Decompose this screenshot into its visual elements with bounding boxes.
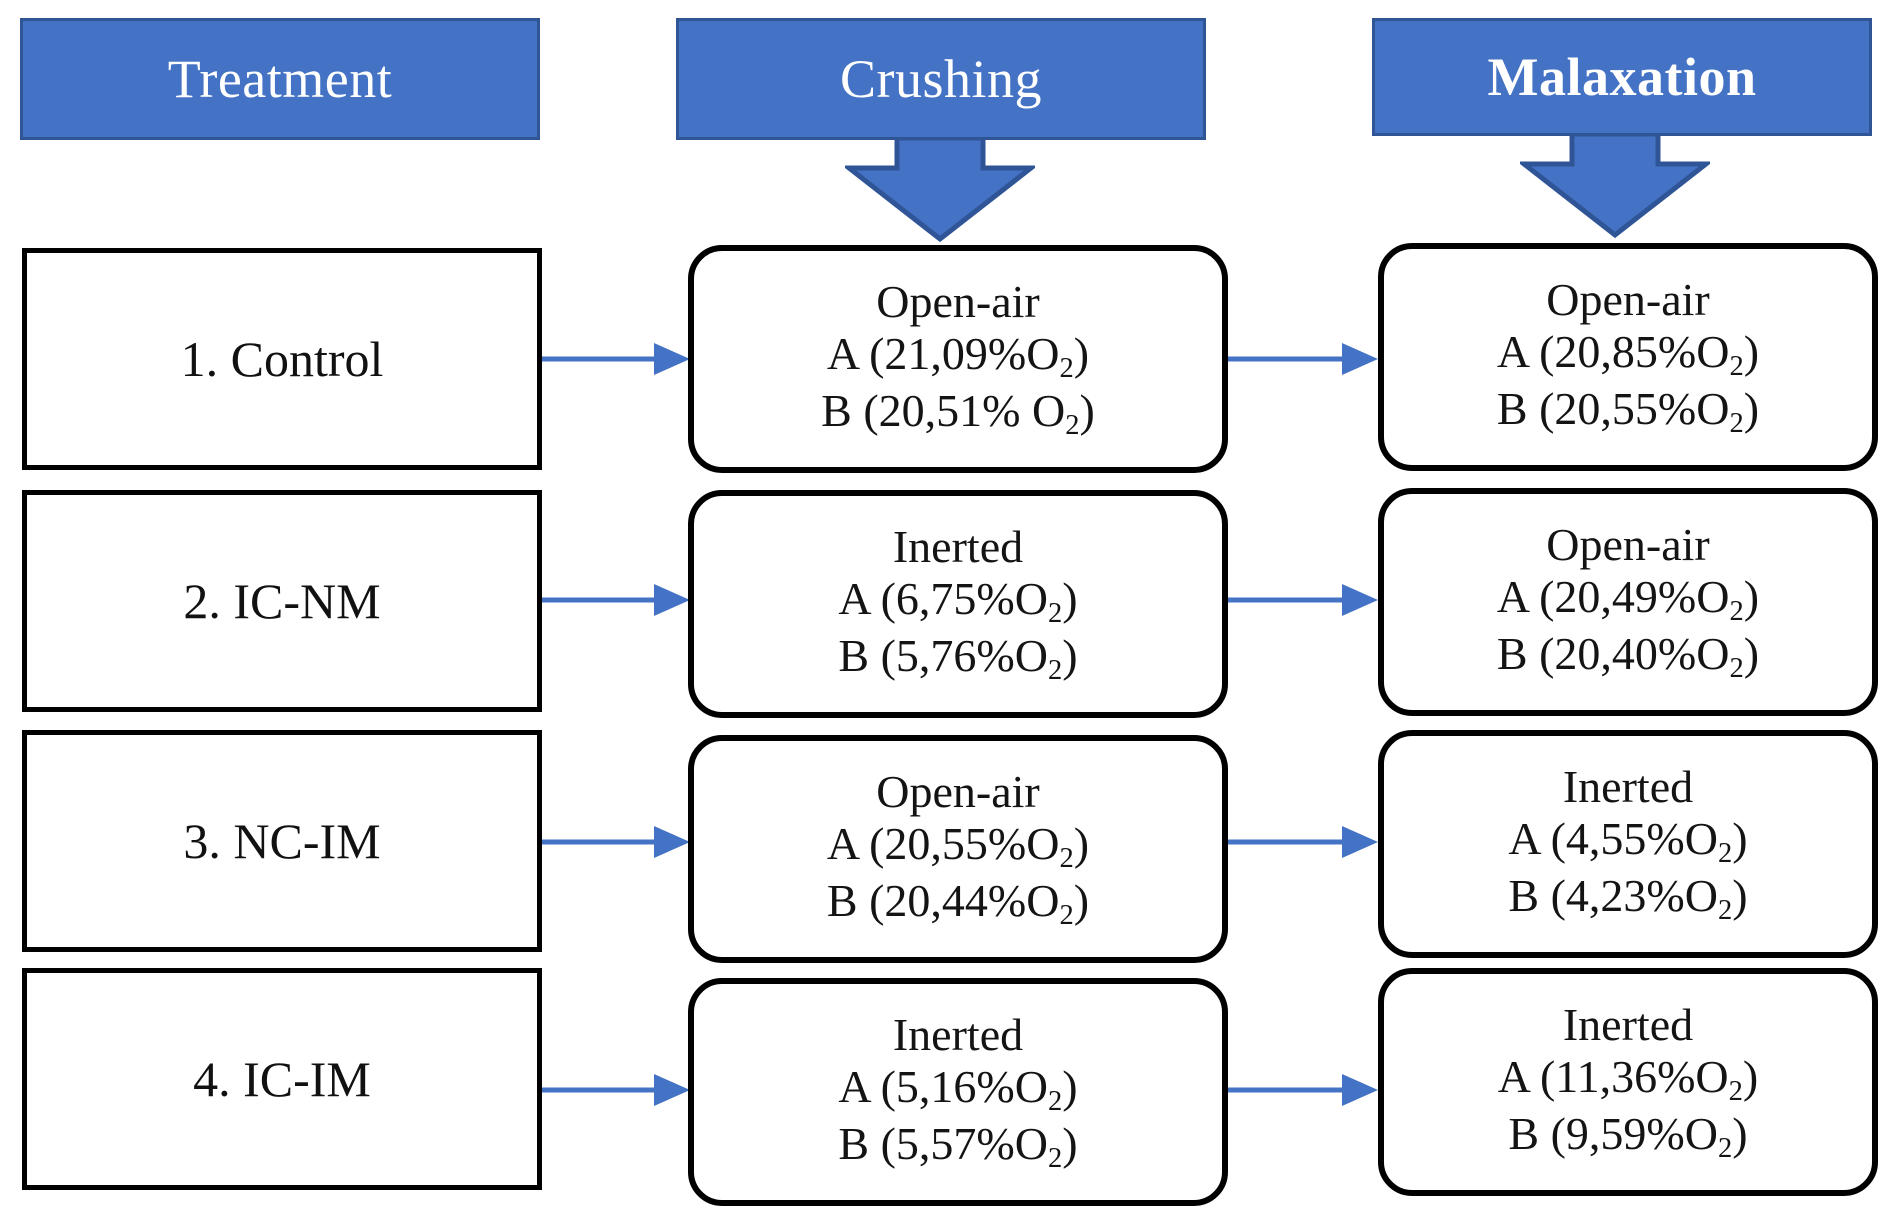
malaxation-header-down-arrow-icon bbox=[1520, 134, 1710, 239]
arrow-crushing-to-malaxation-row-4 bbox=[1228, 1074, 1378, 1106]
malaxation-box-row-2[interactable]: Open-air A (20,49%O2) B (20,40%O2) bbox=[1378, 488, 1878, 716]
arrow-crushing-to-malaxation-row-2 bbox=[1228, 584, 1378, 616]
arrow-treatment-to-crushing-row-3 bbox=[542, 826, 690, 858]
crushing-value-b-row-2: B (5,76%O2) bbox=[838, 629, 1078, 686]
malaxation-condition-row-1: Open-air bbox=[1546, 273, 1710, 325]
arrow-treatment-to-crushing-row-4 bbox=[542, 1074, 690, 1106]
column-header-crushing-label: Crushing bbox=[839, 49, 1043, 109]
crushing-value-b-row-1: B (20,51% O2) bbox=[821, 384, 1095, 441]
malaxation-value-b-row-1: B (20,55%O2) bbox=[1496, 382, 1760, 439]
crushing-value-a-row-1: A (21,09%O2) bbox=[826, 327, 1090, 384]
treatment-label-row-2: 2. IC-NM bbox=[183, 573, 381, 629]
malaxation-value-a-row-3: A (4,55%O2) bbox=[1508, 812, 1748, 869]
crushing-condition-row-3: Open-air bbox=[876, 765, 1040, 817]
malaxation-box-row-1[interactable]: Open-air A (20,85%O2) B (20,55%O2) bbox=[1378, 243, 1878, 471]
crushing-header-down-arrow-icon bbox=[845, 138, 1035, 243]
crushing-condition-row-2: Inerted bbox=[892, 520, 1024, 572]
crushing-value-b-row-4: B (5,57%O2) bbox=[838, 1117, 1078, 1174]
malaxation-value-b-row-2: B (20,40%O2) bbox=[1496, 627, 1760, 684]
crushing-box-row-1[interactable]: Open-air A (21,09%O2) B (20,51% O2) bbox=[688, 245, 1228, 473]
malaxation-box-row-4[interactable]: Inerted A (11,36%O2) B (9,59%O2) bbox=[1378, 968, 1878, 1196]
malaxation-condition-row-2: Open-air bbox=[1546, 518, 1710, 570]
crushing-box-row-3[interactable]: Open-air A (20,55%O2) B (20,44%O2) bbox=[688, 735, 1228, 963]
treatment-box-row-4[interactable]: 4. IC-IM bbox=[22, 968, 542, 1190]
malaxation-value-b-row-4: B (9,59%O2) bbox=[1508, 1107, 1748, 1164]
crushing-box-row-2[interactable]: Inerted A (6,75%O2) B (5,76%O2) bbox=[688, 490, 1228, 718]
crushing-box-row-4[interactable]: Inerted A (5,16%O2) B (5,57%O2) bbox=[688, 978, 1228, 1206]
crushing-value-a-row-3: A (20,55%O2) bbox=[826, 817, 1090, 874]
crushing-value-b-row-3: B (20,44%O2) bbox=[826, 874, 1090, 931]
arrow-crushing-to-malaxation-row-1 bbox=[1228, 343, 1378, 375]
column-header-malaxation: Malaxation bbox=[1372, 18, 1872, 136]
malaxation-box-row-3[interactable]: Inerted A (4,55%O2) B (4,23%O2) bbox=[1378, 730, 1878, 958]
treatment-box-row-3[interactable]: 3. NC-IM bbox=[22, 730, 542, 952]
arrow-crushing-to-malaxation-row-3 bbox=[1228, 826, 1378, 858]
malaxation-value-a-row-1: A (20,85%O2) bbox=[1496, 325, 1760, 382]
column-header-malaxation-label: Malaxation bbox=[1487, 47, 1757, 107]
arrow-treatment-to-crushing-row-1 bbox=[542, 343, 690, 375]
treatment-label-row-4: 4. IC-IM bbox=[193, 1051, 371, 1107]
crushing-value-a-row-4: A (5,16%O2) bbox=[838, 1060, 1078, 1117]
column-header-crushing: Crushing bbox=[676, 18, 1206, 140]
crushing-condition-row-1: Open-air bbox=[876, 275, 1040, 327]
malaxation-condition-row-4: Inerted bbox=[1562, 998, 1694, 1050]
malaxation-value-a-row-4: A (11,36%O2) bbox=[1497, 1050, 1759, 1107]
treatment-box-row-2[interactable]: 2. IC-NM bbox=[22, 490, 542, 712]
malaxation-condition-row-3: Inerted bbox=[1562, 760, 1694, 812]
malaxation-value-a-row-2: A (20,49%O2) bbox=[1496, 570, 1760, 627]
malaxation-value-b-row-3: B (4,23%O2) bbox=[1508, 869, 1748, 926]
column-header-treatment: Treatment bbox=[20, 18, 540, 140]
arrow-treatment-to-crushing-row-2 bbox=[542, 584, 690, 616]
treatment-label-row-1: 1. Control bbox=[180, 331, 384, 387]
treatment-label-row-3: 3. NC-IM bbox=[183, 813, 381, 869]
crushing-value-a-row-2: A (6,75%O2) bbox=[838, 572, 1078, 629]
treatment-box-row-1[interactable]: 1. Control bbox=[22, 248, 542, 470]
crushing-condition-row-4: Inerted bbox=[892, 1008, 1024, 1060]
column-header-treatment-label: Treatment bbox=[167, 49, 393, 109]
